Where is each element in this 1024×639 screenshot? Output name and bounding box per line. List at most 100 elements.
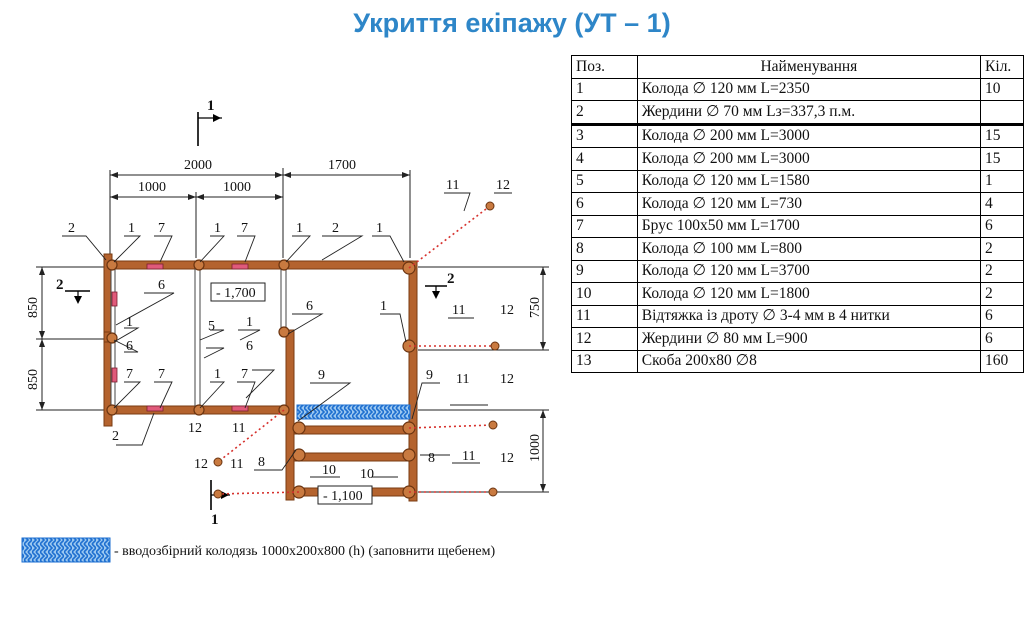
cell-quantity: 6 <box>980 327 1024 351</box>
cell-quantity: 15 <box>980 147 1024 171</box>
cell-name: Колода ∅ 200 мм L=3000 <box>636 147 982 171</box>
level-box-1100 <box>317 485 373 505</box>
dim-850-top: 850 <box>26 297 41 318</box>
cell-position: 9 <box>571 259 638 283</box>
pos-label: 11 <box>446 178 459 193</box>
cell-name: Колода ∅ 120 мм L=2350 <box>636 77 982 101</box>
header-position: Поз. <box>571 55 638 79</box>
cell-quantity: 160 <box>980 349 1024 373</box>
guy-wires <box>217 205 495 495</box>
brace-bars <box>111 263 249 412</box>
pos-label: 12 <box>500 372 514 387</box>
pos-label: 5 <box>208 319 215 334</box>
cell-quantity: 2 <box>980 282 1024 306</box>
section-label-1-bottom: 1 <box>211 512 219 528</box>
cell-position: 5 <box>571 169 638 193</box>
cell-position: 6 <box>571 192 638 216</box>
cell-position: 11 <box>571 304 638 328</box>
pos-label: 7 <box>241 221 248 236</box>
section-label-2-left: 2 <box>56 277 64 293</box>
cell-position: 8 <box>571 237 638 261</box>
pos-label: 2 <box>112 429 119 444</box>
pos-label: 6 <box>158 278 165 293</box>
dim-1000-left: 1000 <box>138 180 166 195</box>
pos-label: 1 <box>246 315 253 330</box>
pos-label: 8 <box>428 451 435 466</box>
pos-label: 12 <box>500 303 514 318</box>
header-quantity: Кіл. <box>980 55 1024 79</box>
cell-quantity: 10 <box>980 77 1024 101</box>
pos-label: 1 <box>376 221 383 236</box>
pos-label: 1 <box>126 315 133 330</box>
cell-name: Колода ∅ 120 мм L=1580 <box>636 169 982 193</box>
pos-label: 7 <box>158 367 165 382</box>
cell-quantity: 4 <box>980 192 1024 216</box>
level-1100: - 1,100 <box>323 489 363 504</box>
level-1700: - 1,700 <box>216 286 256 301</box>
pos-label: 6 <box>246 339 253 354</box>
cell-quantity: 6 <box>980 214 1024 238</box>
pos-label: 12 <box>194 457 208 472</box>
legend-swatch <box>21 537 111 563</box>
cell-position: 12 <box>571 327 638 351</box>
cell-name: Жердини ∅ 80 мм L=900 <box>636 327 982 351</box>
cell-position: 7 <box>571 214 638 238</box>
pos-label: 1 <box>296 221 303 236</box>
pos-label: 11 <box>232 421 245 436</box>
pos-label: 7 <box>241 367 248 382</box>
pos-label: 1 <box>214 221 221 236</box>
dimension-arrows <box>39 172 546 492</box>
legend-text: - вводозбірний колодязь 1000х200х800 (h)… <box>114 544 495 559</box>
leader-lines <box>62 192 512 478</box>
cell-name: Колода ∅ 120 мм L=730 <box>636 192 982 216</box>
pos-label: 7 <box>158 221 165 236</box>
section-label-2-right: 2 <box>447 271 455 287</box>
cell-name: Скоба 200х80 ∅8 <box>636 349 982 373</box>
cell-position: 4 <box>571 147 638 171</box>
dim-750: 750 <box>528 297 543 318</box>
cell-name: Колода ∅ 120 мм L=1800 <box>636 282 982 306</box>
cell-position: 10 <box>571 282 638 306</box>
pos-label: 12 <box>500 451 514 466</box>
pos-label: 1 <box>128 221 135 236</box>
cell-position: 3 <box>571 122 638 148</box>
pos-label: 1 <box>214 367 221 382</box>
pos-label: 12 <box>496 178 510 193</box>
cell-quantity <box>980 100 1024 125</box>
cell-name: Жердини ∅ 70 мм Lз=337,3 п.м. <box>636 100 982 125</box>
header-name: Найменування <box>636 55 982 79</box>
dim-1700: 1700 <box>328 158 356 173</box>
pos-label: 7 <box>126 367 133 382</box>
pos-label: 11 <box>230 457 243 472</box>
section-markers <box>65 112 447 510</box>
dim-2000: 2000 <box>184 158 212 173</box>
drain-well <box>296 404 411 420</box>
dim-1000-right: 1000 <box>223 180 251 195</box>
table-header-row: Поз. Найменування Кіл. <box>571 55 1024 79</box>
pos-label: 2 <box>332 221 339 236</box>
cell-position: 1 <box>571 77 638 101</box>
cell-name: Колода ∅ 200 мм L=3000 <box>636 122 982 148</box>
dim-850-bottom: 850 <box>26 369 41 390</box>
cell-position: 13 <box>571 349 638 373</box>
pos-label: 8 <box>258 455 265 470</box>
pos-label: 9 <box>426 368 433 383</box>
section-label-1-top: 1 <box>207 98 215 114</box>
pos-label: 2 <box>68 221 75 236</box>
pos-label: 10 <box>360 467 374 482</box>
anchor-stakes <box>213 201 500 499</box>
pos-label: 9 <box>318 368 325 383</box>
drawing-text: 2000 1700 1000 1000 850 850 750 1000 - 1… <box>26 98 543 528</box>
cell-name: Брус 100х50 мм L=1700 <box>636 214 982 238</box>
